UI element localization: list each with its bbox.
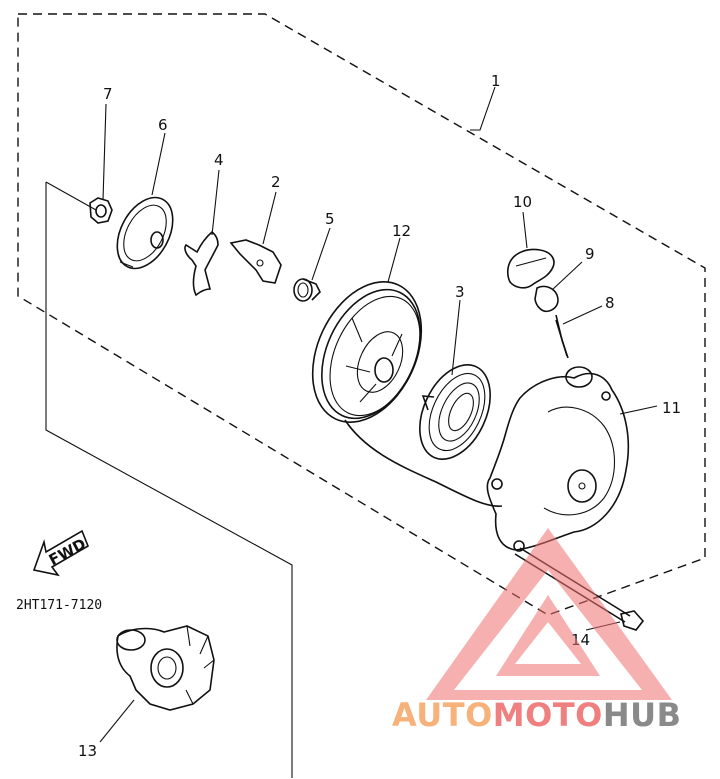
part-4-spring-clip	[184, 230, 219, 297]
part-5-spring	[293, 278, 321, 302]
part-10-grip	[506, 248, 555, 289]
callout-1: 1	[491, 72, 501, 90]
part-13-drive-pulley	[116, 625, 215, 711]
callout-7: 7	[103, 85, 113, 103]
callout-12: 12	[392, 222, 411, 240]
part-7-nut	[89, 197, 113, 224]
callout-13: 13	[78, 742, 97, 760]
watermark-logo	[426, 528, 672, 700]
callout-2: 2	[271, 173, 281, 191]
part-11-case	[486, 366, 630, 552]
leader-lines	[99, 86, 658, 743]
callout-9: 9	[585, 245, 595, 263]
part-number-code: 2HT171-7120	[16, 598, 102, 613]
part-8-rope	[555, 319, 568, 357]
part-2-pawl	[229, 239, 282, 284]
part13-boundary	[45, 182, 293, 778]
fwd-arrow: FWD	[32, 529, 89, 577]
part-3-recoil-spring	[419, 364, 491, 460]
starter-rope	[344, 419, 503, 507]
callout-3: 3	[455, 283, 465, 301]
watermark-text-auto: AUTO	[392, 696, 493, 734]
assembly-boundary-dashed	[17, 13, 706, 616]
part-12-sheave-drum	[311, 281, 423, 423]
callout-10: 10	[513, 193, 532, 211]
callout-4: 4	[214, 151, 224, 169]
watermark-text-hub: HUB	[602, 696, 682, 734]
callout-11: 11	[662, 399, 681, 417]
callout-6: 6	[158, 116, 168, 134]
watermark-text-moto: MOTO	[492, 696, 603, 734]
part-9-grip-insert	[534, 285, 559, 313]
part-6-drive-plate	[116, 196, 174, 270]
part13-boundary-top	[45, 181, 97, 211]
watermark-text: AUTOMOTOHUB	[392, 696, 682, 734]
callout-numbers: 1 2 3 4 5 6 7 8 9 10 11 12 13 14	[78, 72, 681, 760]
callout-5: 5	[325, 210, 335, 228]
callout-8: 8	[605, 294, 615, 312]
